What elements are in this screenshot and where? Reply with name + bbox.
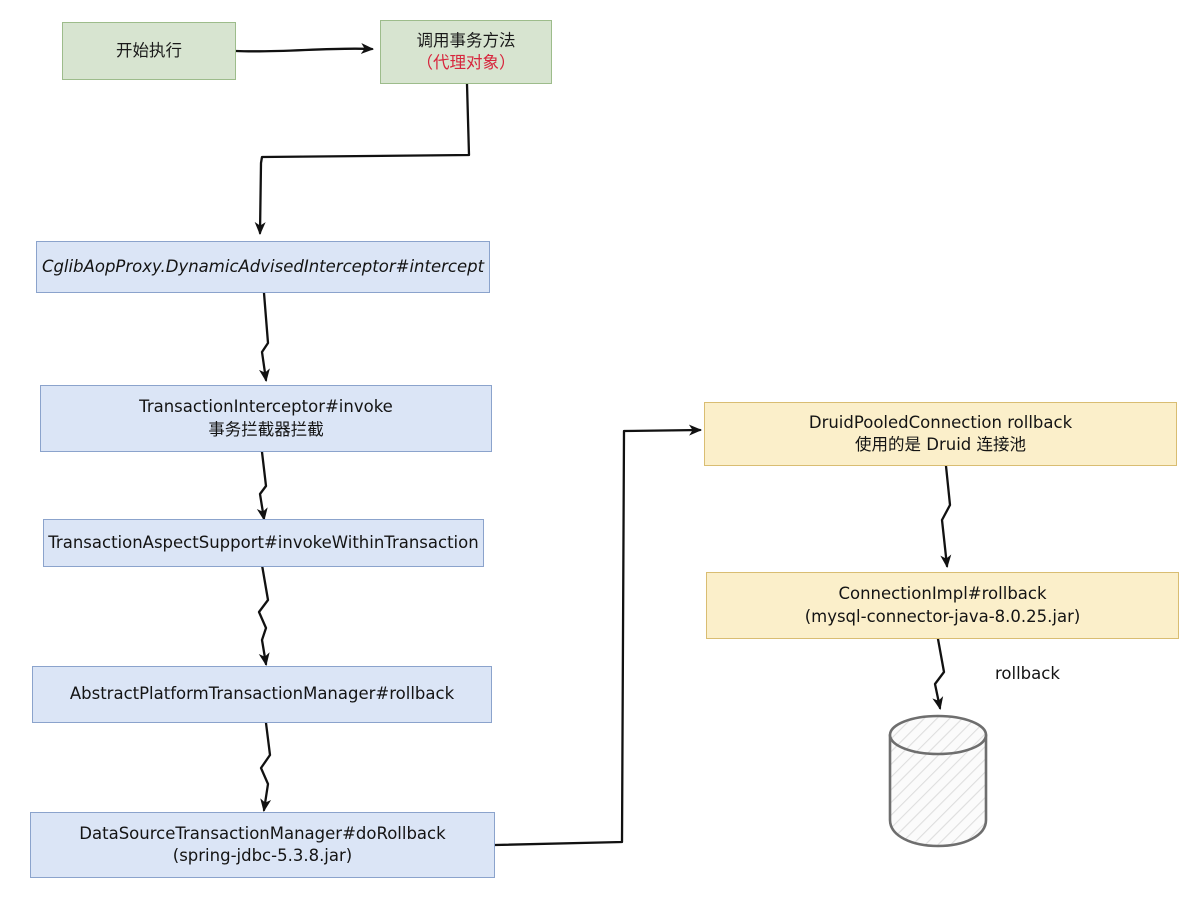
node-druid-pooled-connection-line2: 使用的是 Druid 连接池 [855, 435, 1026, 454]
edge-interceptor-to-aspect [256, 450, 268, 521]
node-tx-interceptor-invoke-line2: 事务拦截器拦截 [208, 419, 324, 439]
edge-abstractpltm-to-datasourcetm [259, 721, 272, 812]
node-datasource-tm-dorollback[interactable]: DataSourceTransactionManager#doRollback … [30, 812, 495, 878]
node-abstract-platform-tm-rollback[interactable]: AbstractPlatformTransactionManager#rollb… [32, 666, 492, 723]
edge-druid-to-connectionimpl [940, 464, 952, 568]
node-connection-impl-rollback-line2: (mysql-connector-java-8.0.25.jar) [804, 606, 1081, 626]
node-invoke-tx-method[interactable]: 调用事务方法 （代理对象） [380, 20, 552, 84]
node-abstract-platform-tm-rollback-line1: AbstractPlatformTransactionManager#rollb… [69, 684, 455, 704]
node-datasource-tm-dorollback-line1: DataSourceTransactionManager#doRollback [79, 823, 446, 843]
node-start[interactable]: 开始执行 [62, 22, 236, 80]
node-cglib-intercept[interactable]: CglibAopProxy.DynamicAdvisedInterceptor#… [36, 241, 490, 293]
node-tx-aspect-support[interactable]: TransactionAspectSupport#invokeWithinTra… [43, 519, 484, 567]
node-connection-impl-rollback-line1: ConnectionImpl#rollback [838, 584, 1047, 604]
node-cglib-intercept-line1: CglibAopProxy.DynamicAdvisedInterceptor#… [41, 256, 485, 276]
edge-label-rollback: rollback [995, 664, 1060, 683]
node-tx-aspect-support-line1: TransactionAspectSupport#invokeWithinTra… [48, 532, 479, 552]
edge-aspect-to-abstractpltm [257, 563, 270, 666]
edge-start-to-invoke [234, 42, 374, 54]
node-druid-pooled-connection-line1: DruidPooledConnection rollback [808, 412, 1073, 432]
node-datasource-tm-dorollback-line2: (spring-jdbc-5.3.8.jar) [172, 846, 353, 865]
node-tx-interceptor-invoke-line1: TransactionInterceptor#invoke [139, 397, 393, 417]
database-cylinder [888, 714, 988, 848]
node-invoke-tx-method-line2: （代理对象） [416, 53, 516, 72]
edge-connectionimpl-to-database [932, 637, 946, 710]
edge-cglib-to-interceptor [258, 291, 270, 382]
node-druid-pooled-connection[interactable]: DruidPooledConnection rollback 使用的是 Drui… [704, 402, 1177, 466]
node-invoke-tx-method-line1: 调用事务方法 [416, 30, 516, 50]
edge-invoke-to-cglib [254, 82, 471, 235]
node-tx-interceptor-invoke[interactable]: TransactionInterceptor#invoke 事务拦截器拦截 [40, 385, 492, 452]
node-connection-impl-rollback[interactable]: ConnectionImpl#rollback (mysql-connector… [706, 572, 1179, 639]
node-start-line1: 开始执行 [116, 40, 182, 60]
edge-datasourcetm-to-druid [493, 424, 702, 847]
